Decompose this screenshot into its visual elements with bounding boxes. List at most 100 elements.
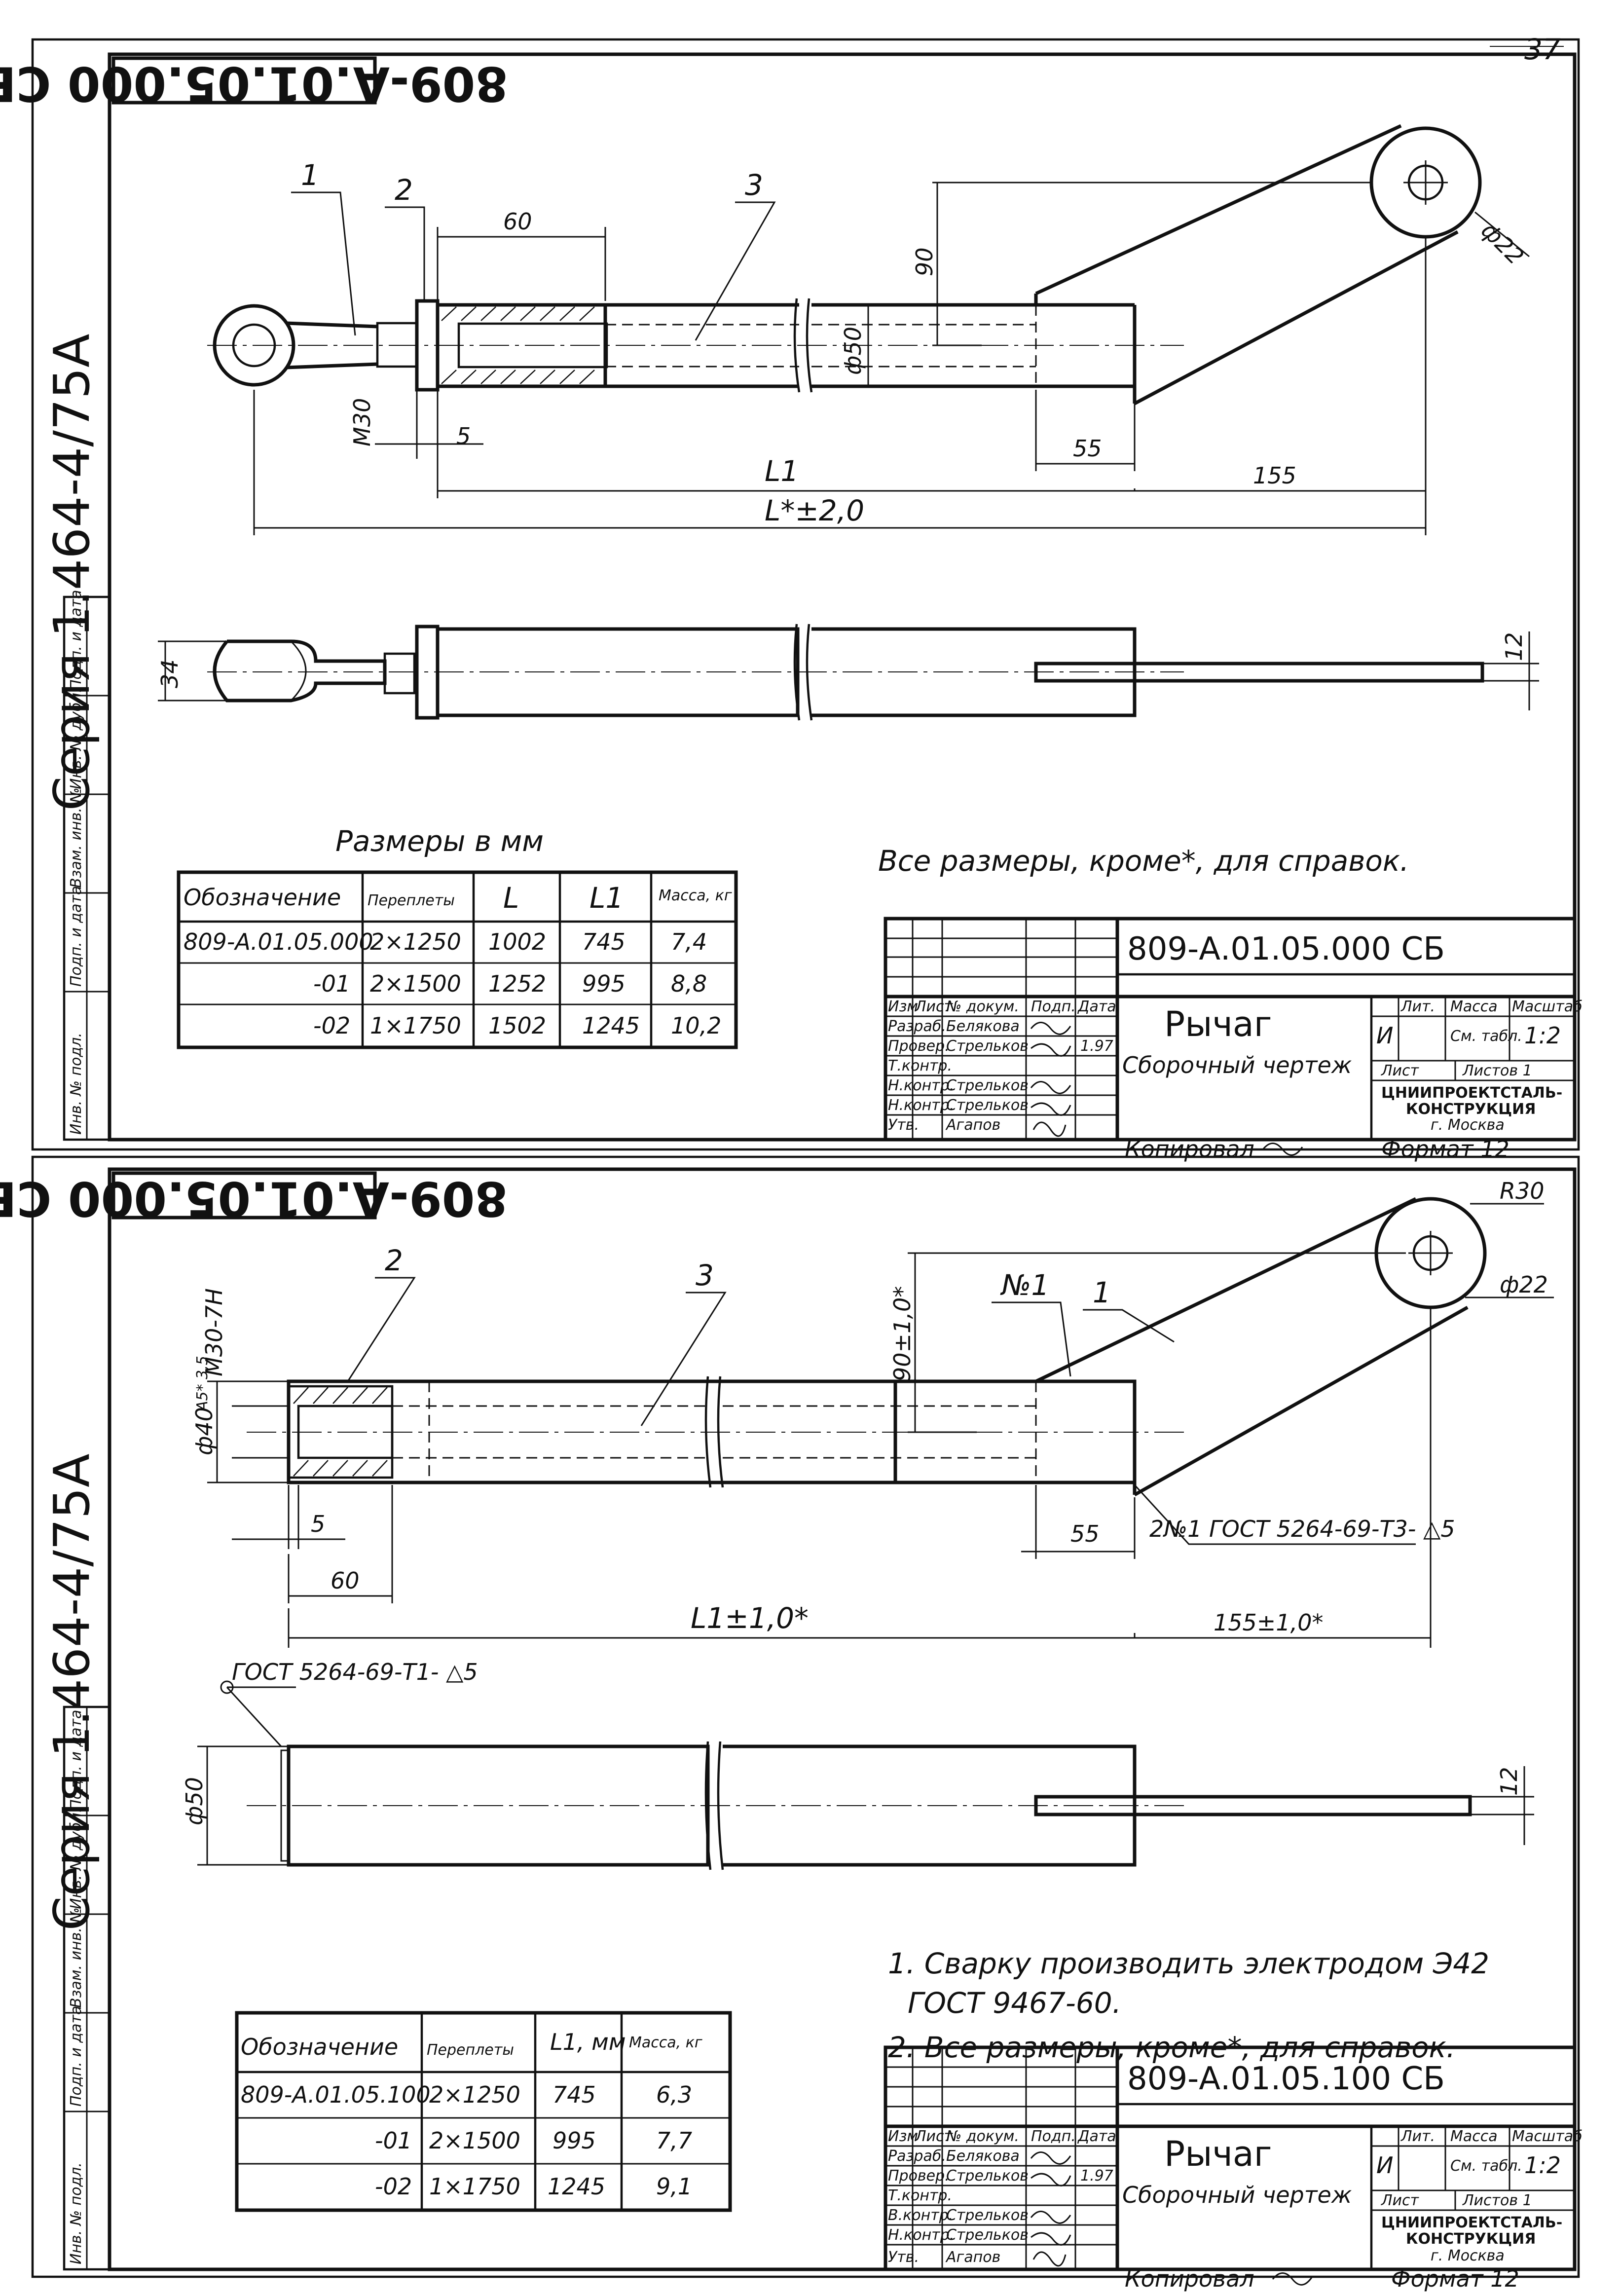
svg-text:809-А.01.05.000: 809-А.01.05.000 — [184, 928, 373, 955]
svg-text:1×1750: 1×1750 — [429, 2173, 520, 2200]
svg-text:2×1500: 2×1500 — [429, 2127, 520, 2154]
svg-text:№ докум.: № докум. — [945, 998, 1019, 1015]
sheet-1: 809-A.01.05.000 СБ Серия 1.464-4/75А Инв… — [0, 38, 1583, 1162]
svg-text:5: 5 — [311, 1511, 325, 1537]
svg-text:Масса, кг: Масса, кг — [659, 887, 732, 904]
sheet-1-table-caption: Размеры в мм — [335, 824, 544, 858]
svg-text:Стрельков: Стрельков — [946, 1077, 1029, 1094]
sheet-1-plan-view: 34 12 — [156, 624, 1539, 721]
svg-text:90: 90 — [911, 247, 938, 276]
svg-text:3: 3 — [696, 1259, 714, 1292]
svg-text:1: 1 — [301, 158, 319, 192]
svg-text:Белякова: Белякова — [946, 2148, 1020, 2165]
svg-text:Рычаг: Рычаг — [1164, 1004, 1272, 1044]
sheet-1-size-table: Обозначение Переплеты L L1 Масса, кг 809… — [177, 870, 738, 1049]
svg-text:Стрельков: Стрельков — [946, 2167, 1029, 2185]
sheet-2-size-table: Обозначение Переплеты L1, мм Масса, кг 8… — [235, 2011, 732, 2212]
svg-text:2: 2 — [385, 1244, 403, 1277]
svg-text:809-А.01.05.000 СБ: 809-А.01.05.000 СБ — [1127, 931, 1445, 967]
svg-text:КОНСТРУКЦИЯ: КОНСТРУКЦИЯ — [1406, 1101, 1536, 1118]
svg-text:Масштаб: Масштаб — [1512, 998, 1583, 1015]
svg-text:12: 12 — [1501, 632, 1527, 661]
svg-text:А5* 3,5: А5* 3,5 — [194, 1356, 211, 1412]
sheet-1-title-block: Изм Лист № докум. Подп. Дата Разраб. Про… — [884, 917, 1583, 1162]
svg-text:Взам. инв. №: Взам. инв. № — [68, 1907, 85, 2008]
svg-text:L*±2,0: L*±2,0 — [765, 494, 864, 527]
svg-text:809-А.01.05.100: 809-А.01.05.100 — [241, 2081, 431, 2108]
svg-text:См. табл.: См. табл. — [1450, 1028, 1522, 1045]
svg-text:Дата: Дата — [1077, 998, 1116, 1015]
sheet-2-series: Серия 1.464-4/75А — [43, 1453, 101, 1930]
svg-text:Обозначение: Обозначение — [241, 2034, 398, 2060]
svg-text:L1: L1 — [765, 454, 799, 488]
svg-text:Агапов: Агапов — [945, 2249, 1000, 2266]
svg-text:Подп. и дата: Подп. и дата — [68, 1710, 85, 1811]
svg-text:155: 155 — [1253, 462, 1296, 489]
svg-text:Подп.: Подп. — [1031, 2128, 1076, 2145]
svg-text:ф22: ф22 — [1500, 1271, 1548, 1298]
svg-text:809-А.01.05.100 СБ: 809-А.01.05.100 СБ — [1127, 2061, 1445, 2097]
svg-text:1252: 1252 — [488, 970, 546, 997]
svg-text:8,8: 8,8 — [671, 970, 707, 997]
svg-text:2№1 ГОСТ 5264-69-Т3- △5: 2№1 ГОСТ 5264-69-Т3- △5 — [1149, 1516, 1455, 1542]
svg-text:Инв. № дубл.: Инв. № дубл. — [68, 688, 85, 789]
svg-text:1: 1 — [1093, 1276, 1111, 1309]
svg-text:Сборочный чертеж: Сборочный чертеж — [1122, 2182, 1352, 2208]
svg-text:2×1250: 2×1250 — [370, 928, 461, 955]
svg-text:55: 55 — [1070, 1520, 1100, 1547]
svg-text:9,1: 9,1 — [656, 2173, 692, 2200]
svg-text:L1±1,0*: L1±1,0* — [691, 1601, 809, 1635]
svg-text:Инв. № подл.: Инв. № подл. — [68, 1033, 85, 1135]
svg-text:6,3: 6,3 — [656, 2081, 692, 2108]
svg-text:1:2: 1:2 — [1524, 2152, 1561, 2179]
svg-text:1×1750: 1×1750 — [370, 1012, 461, 1039]
svg-text:1502: 1502 — [488, 1012, 546, 1039]
svg-text:Т.контр.: Т.контр. — [888, 2187, 952, 2204]
sheet-2-side-strip: Инв. № подл. Подп. и дата Взам. инв. № И… — [63, 1705, 111, 2271]
svg-text:Стрельков: Стрельков — [946, 2207, 1029, 2224]
svg-text:55: 55 — [1073, 435, 1102, 462]
svg-text:Переплеты: Переплеты — [427, 2041, 514, 2059]
svg-text:Лист: Лист — [1381, 2192, 1420, 2209]
svg-text:1. Сварку производить электрод: 1. Сварку производить электродом Э42 — [888, 1947, 1489, 1980]
svg-text:-01: -01 — [375, 2127, 412, 2154]
svg-text:М30: М30 — [349, 398, 375, 446]
sheet-1-series: Серия 1.464-4/75А — [43, 333, 101, 811]
svg-text:Копировал: Копировал — [1125, 1136, 1254, 1162]
sheet-2-title-block: Изм Лист № докум. Подп. Дата Разраб. Про… — [884, 2045, 1583, 2292]
svg-text:Провер.: Провер. — [888, 1037, 950, 1055]
svg-text:ф50: ф50 — [181, 1777, 208, 1825]
svg-text:-02: -02 — [375, 2173, 412, 2200]
svg-text:Листов 1: Листов 1 — [1462, 1062, 1532, 1079]
svg-text:№ докум.: № докум. — [945, 2128, 1019, 2145]
svg-text:Разраб.: Разраб. — [888, 2148, 946, 2165]
sheet-2-plan-view: ГОСТ 5264-69-Т1- △5 ф50 12 — [181, 1659, 1534, 1870]
svg-text:L: L — [503, 881, 519, 915]
svg-text:1:2: 1:2 — [1524, 1022, 1561, 1049]
svg-text:5: 5 — [456, 423, 471, 449]
svg-text:60: 60 — [503, 208, 532, 235]
svg-text:Масса, кг: Масса, кг — [629, 2034, 702, 2051]
svg-text:г. Москва: г. Москва — [1431, 1116, 1505, 1134]
svg-text:М30-7Н: М30-7Н — [201, 1288, 227, 1376]
svg-text:№1: №1 — [1000, 1268, 1049, 1302]
svg-text:Сборочный чертеж: Сборочный чертеж — [1122, 1052, 1352, 1078]
svg-text:Подп.: Подп. — [1031, 998, 1076, 1015]
svg-text:Копировал: Копировал — [1125, 2265, 1254, 2292]
svg-text:1002: 1002 — [488, 928, 546, 955]
svg-text:L1: L1 — [589, 881, 624, 915]
svg-text:Масса: Масса — [1450, 998, 1498, 1015]
svg-text:2: 2 — [395, 173, 413, 207]
svg-text:995: 995 — [552, 2127, 596, 2154]
svg-text:1245: 1245 — [548, 2173, 605, 2200]
svg-text:ф50: ф50 — [840, 327, 866, 375]
svg-text:1245: 1245 — [582, 1012, 640, 1039]
svg-text:Стрельков: Стрельков — [946, 2226, 1029, 2244]
svg-text:КОНСТРУКЦИЯ: КОНСТРУКЦИЯ — [1406, 2230, 1536, 2248]
svg-text:Рычаг: Рычаг — [1164, 2134, 1272, 2174]
svg-text:Провер.: Провер. — [888, 2167, 950, 2185]
svg-text:Т.контр.: Т.контр. — [888, 1057, 952, 1074]
svg-text:995: 995 — [582, 970, 626, 997]
svg-text:Инв. № дубл.: Инв. № дубл. — [68, 1808, 85, 1909]
